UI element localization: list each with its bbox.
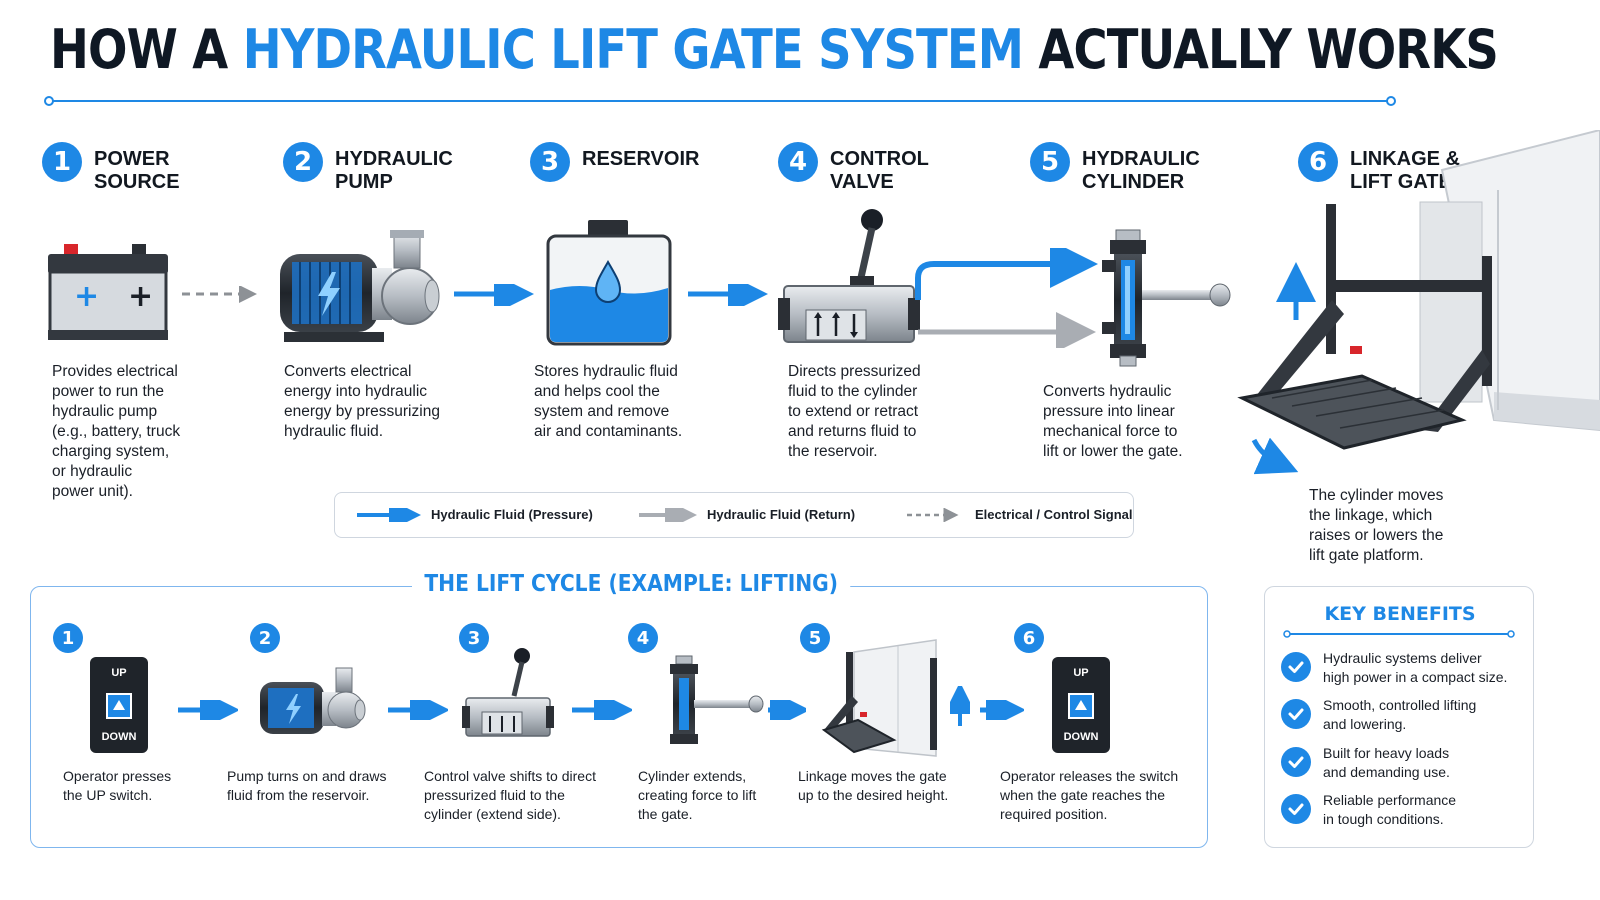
pump-icon (280, 230, 440, 342)
cycle-arrow (178, 700, 238, 720)
step-description: Stores hydraulic fluid and helps cool th… (534, 363, 683, 440)
step-description: Provides electrical power to run the hyd… (52, 363, 181, 500)
cycle-arrow (768, 700, 806, 720)
switch-up-label: UP (1073, 667, 1089, 679)
legend: Hydraulic Fluid (Pressure) Hydraulic Flu… (334, 492, 1134, 538)
cycle-step-description: Operator releases the switch when the ga… (1000, 768, 1179, 822)
pump-icon (260, 667, 366, 734)
step-number: 5 (1030, 142, 1070, 182)
benefit-item: Smooth, controlled lifting and lowering. (1281, 696, 1476, 733)
pressure-arrow (454, 284, 534, 306)
svg-text:+: + (74, 279, 99, 314)
legend-label: Hydraulic Fluid (Pressure) (431, 507, 593, 522)
step-number: 4 (778, 142, 818, 182)
benefit-text: Smooth, controlled lifting and lowering. (1323, 697, 1477, 732)
cycle-step-description: Pump turns on and draws fluid from the r… (227, 768, 387, 803)
step-description: The cylinder moves the linkage, which ra… (1309, 487, 1444, 564)
battery-icon: + + (48, 244, 168, 340)
control-valve-icon (778, 209, 920, 343)
cycle-step-number: 2 (250, 623, 280, 653)
legend-label: Hydraulic Fluid (Return) (707, 507, 856, 522)
control-valve-icon (462, 648, 554, 737)
checkmark-icon (1281, 794, 1311, 824)
switch-up-label: UP (111, 667, 127, 679)
cycle-step-description: Cylinder extends, creating force to lift… (638, 768, 757, 822)
step-reservoir: 3 RESERVOIR (530, 142, 699, 182)
lift-gate-icon (821, 639, 937, 757)
return-arrow-icon (639, 507, 697, 522)
step-title: LINKAGE & LIFT GATE (1350, 148, 1460, 193)
pressure-arrow (688, 284, 768, 306)
cylinder-icon (1102, 229, 1231, 367)
step-hydraulic-cylinder: 5 HYDRAULIC CYLINDER (1030, 142, 1200, 194)
signal-arrow (182, 286, 257, 303)
benefit-item: Reliable performance in tough conditions… (1281, 791, 1456, 828)
valve-to-cylinder-lines (915, 248, 1098, 348)
cycle-step-number: 5 (800, 623, 830, 653)
cycle-step-number: 3 (459, 623, 489, 653)
up-button (1068, 693, 1094, 719)
cycle-step-description: Operator presses the UP switch. (63, 768, 172, 803)
legend-item-signal: Electrical / Control Signal (905, 507, 1132, 522)
svg-text:+: + (128, 279, 153, 314)
benefit-item: Built for heavy loads and demanding use. (1281, 744, 1450, 781)
step-linkage-lift-gate: 6 LINKAGE & LIFT GATE (1298, 142, 1460, 194)
switch-down-label: DOWN (1063, 731, 1099, 743)
step-title: POWER SOURCE (94, 148, 180, 193)
signal-arrow-icon (907, 507, 959, 522)
benefit-text: Hydraulic systems deliver high power in … (1323, 650, 1508, 685)
up-arrow-icon (950, 686, 970, 726)
step-description: Converts electrical energy into hydrauli… (284, 363, 440, 440)
step-title: RESERVOIR (582, 148, 700, 170)
cycle-step-description: Control valve shifts to direct pressuriz… (424, 768, 596, 822)
key-benefits-title: KEY BENEFITS (1324, 603, 1476, 625)
cycle-arrow (980, 700, 1024, 720)
legend-item-return: Hydraulic Fluid (Return) (637, 507, 855, 522)
cycle-step-description: Linkage moves the gate up to the desired… (798, 768, 949, 803)
step-number: 1 (42, 142, 82, 182)
cycle-step-number: 4 (628, 623, 658, 653)
cylinder-icon (670, 655, 764, 744)
step-number: 2 (283, 142, 323, 182)
cycle-step-number: 1 (53, 623, 83, 653)
step-description: Directs pressurized fluid to the cylinde… (788, 363, 921, 460)
switch-icon: UP DOWN (90, 657, 148, 753)
cycle-arrow (388, 700, 448, 720)
step-description: Converts hydraulic pressure into linear … (1043, 383, 1183, 460)
title-divider (44, 96, 1396, 106)
lift-cycle-title: THE LIFT CYCLE (EXAMPLE: LIFTING) (412, 571, 851, 597)
cycle-arrow (572, 700, 632, 720)
benefits-divider (1283, 630, 1515, 638)
step-control-valve: 4 CONTROL VALVE (778, 142, 929, 194)
switch-icon: UP DOWN (1052, 657, 1110, 753)
page-title: HOW A HYDRAULIC LIFT GATE SYSTEM ACTUALL… (50, 18, 1499, 81)
checkmark-icon (1281, 699, 1311, 729)
checkmark-icon (1281, 652, 1311, 682)
benefit-text: Built for heavy loads and demanding use. (1323, 745, 1450, 780)
benefit-text: Reliable performance in tough conditions… (1323, 792, 1457, 827)
step-title: HYDRAULIC PUMP (335, 148, 453, 193)
step-hydraulic-pump: 2 HYDRAULIC PUMP (283, 142, 453, 194)
step-number: 3 (530, 142, 570, 182)
pressure-arrow-icon (357, 507, 421, 522)
legend-label: Electrical / Control Signal (975, 507, 1133, 522)
up-button (106, 693, 132, 719)
benefit-item: Hydraulic systems deliver high power in … (1281, 649, 1507, 686)
step-title: HYDRAULIC CYLINDER (1082, 148, 1200, 193)
cycle-step-number: 6 (1014, 623, 1044, 653)
step-title: CONTROL VALVE (830, 148, 929, 193)
step-power-source: 1 POWER SOURCE (42, 142, 180, 194)
legend-item-pressure: Hydraulic Fluid (Pressure) (355, 507, 593, 522)
lift-gate-icon (1237, 130, 1600, 475)
reservoir-icon (546, 220, 672, 346)
switch-down-label: DOWN (101, 731, 137, 743)
key-benefits-panel: KEY BENEFITS Hydraulic systems deliver h… (1264, 586, 1534, 848)
checkmark-icon (1281, 747, 1311, 777)
step-number: 6 (1298, 142, 1338, 182)
